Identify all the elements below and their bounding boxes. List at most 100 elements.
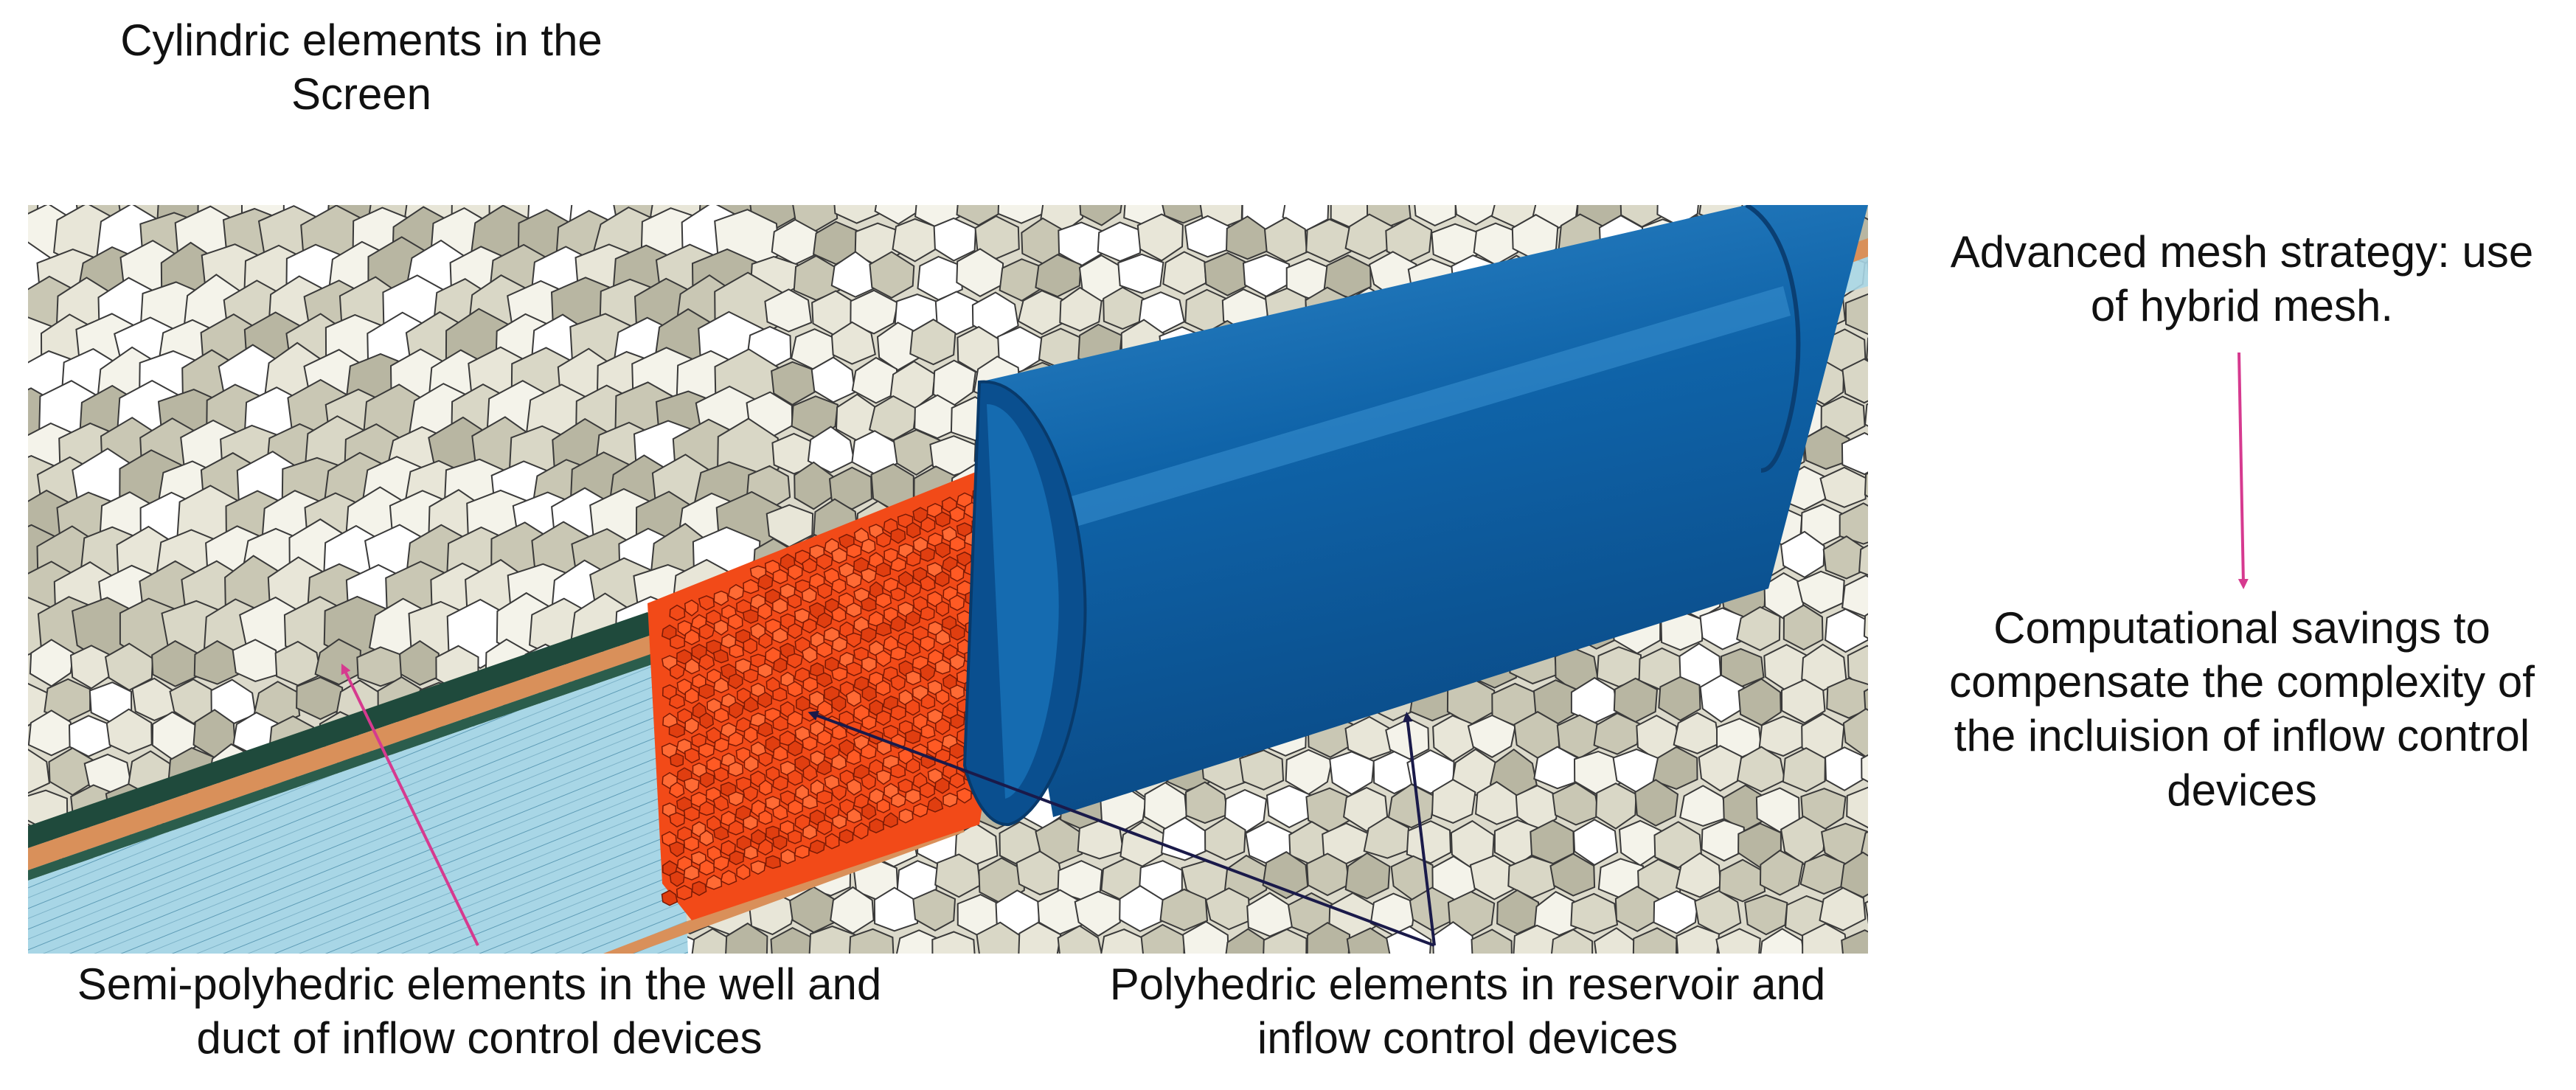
icd-cell (846, 662, 862, 677)
icd-cell (736, 864, 751, 881)
icd-cell (905, 757, 920, 774)
reservoir-cell (1864, 900, 1868, 925)
computational-savings-label: Computational savings to compensate the … (1888, 601, 2576, 817)
icd-cell (795, 784, 809, 801)
icd-cell (875, 592, 892, 608)
icd-cell (735, 717, 751, 732)
reservoir-cell (1839, 502, 1868, 545)
icd-cell (712, 649, 729, 664)
reservoir-cell (1263, 217, 1308, 263)
reservoir-cell (28, 709, 75, 757)
icd-cell (757, 662, 773, 678)
reservoir-cell (1343, 786, 1389, 833)
icd-cell (757, 839, 773, 856)
icd-cell (956, 551, 972, 567)
icd-cell (698, 595, 715, 611)
icd-cell (919, 575, 936, 591)
icd-cell (831, 578, 847, 594)
icd-cell (905, 639, 921, 656)
reservoir-cell (1496, 889, 1541, 935)
icd-cell (779, 730, 796, 746)
reservoir-cell (997, 205, 1046, 224)
icd-cell (846, 778, 862, 796)
reservoir-cell (1819, 886, 1867, 931)
reservoir-cell (1841, 929, 1868, 954)
icd-cell (699, 712, 714, 729)
reservoir-cell (1344, 852, 1391, 900)
icd-cell (684, 599, 699, 617)
reservoir-cell (1826, 677, 1868, 719)
icd-cell (824, 803, 840, 820)
reservoir-cell (1782, 604, 1824, 651)
icd-cell (949, 772, 965, 789)
icd-cell (698, 801, 715, 816)
icd-cell (692, 762, 707, 778)
reservoir-cell (1016, 850, 1064, 896)
icd-cell (942, 703, 959, 719)
casing-green-layer (28, 612, 662, 848)
reservoir-cell (1431, 779, 1476, 824)
icd-cell (787, 681, 803, 698)
icd-cell (875, 562, 891, 577)
icd-cell (875, 622, 892, 636)
reservoir-cell (1204, 816, 1246, 861)
icd-cell (869, 818, 884, 834)
icd-cell (802, 736, 818, 751)
icd-cell (927, 679, 942, 695)
icd-arrow (808, 710, 1435, 947)
reservoir-cell (807, 426, 855, 473)
icd-cell (816, 819, 833, 836)
reservoir-cell (232, 639, 280, 682)
reservoir-cell (869, 251, 915, 299)
reservoir-cell (28, 749, 50, 794)
icd-cell (713, 707, 729, 723)
icd-cell (876, 798, 891, 813)
cylindric-label-line-2: Screen (291, 69, 432, 119)
icd-cell (839, 829, 854, 844)
icd-cell (816, 672, 833, 688)
icd-cell (787, 622, 802, 639)
icd-cell (780, 790, 796, 806)
icd-cell (684, 748, 701, 764)
icd-cell (757, 751, 774, 767)
icd-cell (816, 790, 833, 805)
icd-cell (662, 684, 677, 701)
reservoir-cell (1844, 293, 1868, 336)
icd-cell (934, 777, 950, 794)
icd-cell (684, 717, 699, 735)
reservoir-cell (1658, 676, 1701, 721)
reservoir-cell (1863, 688, 1868, 715)
reservoir-cell (1736, 605, 1781, 651)
icd-cell (765, 855, 782, 869)
reservoir-cell (1715, 928, 1761, 954)
icd-cell (758, 810, 773, 825)
advanced-label-line-2: of hybrid mesh. (2090, 281, 2394, 331)
icd-cell (692, 702, 707, 719)
reservoir-cell (1701, 819, 1746, 862)
icd-cell (853, 676, 869, 691)
icd-cell (890, 528, 906, 544)
icd-cell (905, 581, 922, 597)
reservoir-cell (1634, 779, 1679, 827)
icd-cell (772, 745, 788, 762)
reservoir-cell (399, 640, 440, 686)
reservoir-cell (1675, 852, 1722, 898)
icd-cell (905, 729, 922, 744)
reservoir-cell (1841, 358, 1868, 404)
icd-cell (794, 844, 810, 859)
advanced-mesh-strategy-label: Advanced mesh strategy: use of hybrid me… (1888, 225, 2576, 333)
reservoir-cell (1736, 746, 1786, 793)
semi-polyhedric-label-line-2: duct of inflow control devices (196, 1013, 763, 1063)
icd-cell (860, 743, 877, 760)
reservoir-cell (1239, 749, 1285, 791)
reservoir-cell (1864, 403, 1868, 427)
icd-cell (786, 653, 803, 669)
icd-cell (926, 796, 944, 813)
icd-cell (729, 644, 745, 659)
icd-cell (794, 608, 810, 624)
cylindric-elements-label: Cylindric elements in the Screen (44, 13, 678, 121)
reservoir-cell (1780, 815, 1827, 866)
icd-cell (831, 695, 847, 712)
reservoir-cell (1570, 892, 1619, 934)
icd-cell (668, 723, 685, 738)
